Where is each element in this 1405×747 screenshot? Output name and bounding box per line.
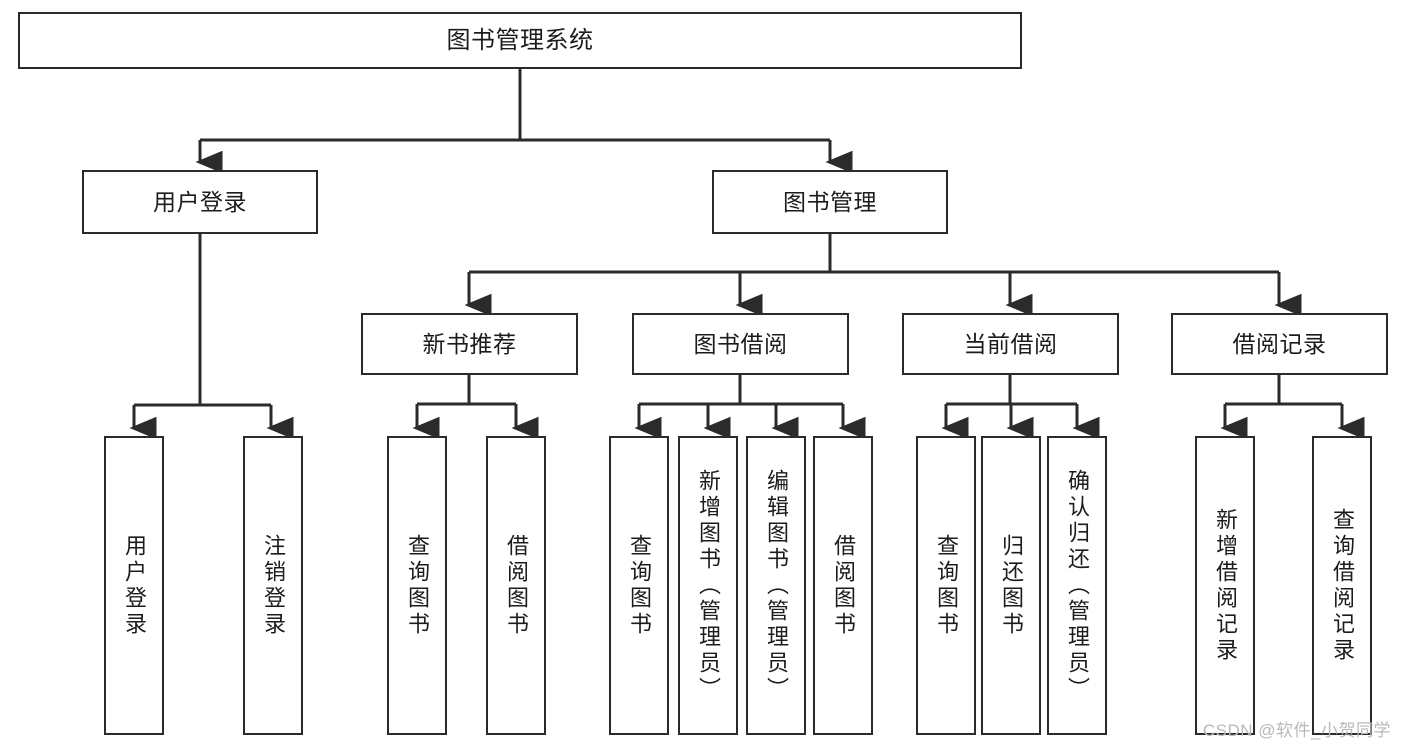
node-leaf-user-login-label: 用户登录 [122, 533, 147, 638]
node-leaf-add-book-admin[interactable]: 新增图书（管理员） [678, 436, 738, 735]
node-borrow-records[interactable]: 借阅记录 [1171, 313, 1388, 375]
node-leaf-user-login[interactable]: 用户登录 [104, 436, 164, 735]
watermark: CSDN @软件_小贺同学 [1202, 721, 1391, 740]
node-leaf-query-book-1[interactable]: 查询图书 [387, 436, 447, 735]
node-leaf-add-book-admin-label: 新增图书（管理员） [696, 468, 721, 703]
node-leaf-query-record-label: 查询借阅记录 [1330, 507, 1355, 664]
node-leaf-logout-label: 注销登录 [261, 533, 286, 638]
node-leaf-return-book-label: 归还图书 [999, 533, 1024, 638]
node-new-book-recommend-label: 新书推荐 [422, 330, 517, 357]
node-user-login[interactable]: 用户登录 [82, 170, 318, 234]
node-leaf-query-record[interactable]: 查询借阅记录 [1312, 436, 1372, 735]
node-leaf-query-book-3[interactable]: 查询图书 [916, 436, 976, 735]
node-leaf-confirm-return-label: 确认归还（管理员） [1065, 468, 1090, 703]
node-book-borrow-label: 图书借阅 [693, 330, 788, 357]
node-leaf-borrow-book-2-label: 借阅图书 [831, 533, 856, 638]
node-leaf-query-book-2[interactable]: 查询图书 [609, 436, 669, 735]
node-leaf-query-book-3-label: 查询图书 [934, 533, 959, 638]
node-book-borrow[interactable]: 图书借阅 [632, 313, 849, 375]
node-current-borrow[interactable]: 当前借阅 [902, 313, 1119, 375]
node-leaf-query-book-2-label: 查询图书 [627, 533, 652, 638]
node-root[interactable]: 图书管理系统 [18, 12, 1022, 69]
node-leaf-borrow-book-2[interactable]: 借阅图书 [813, 436, 873, 735]
node-book-management[interactable]: 图书管理 [712, 170, 948, 234]
node-leaf-confirm-return[interactable]: 确认归还（管理员） [1047, 436, 1107, 735]
node-leaf-add-record[interactable]: 新增借阅记录 [1195, 436, 1255, 735]
node-leaf-add-record-label: 新增借阅记录 [1213, 507, 1238, 664]
node-leaf-return-book[interactable]: 归还图书 [981, 436, 1041, 735]
node-leaf-edit-book-admin-label: 编辑图书（管理员） [764, 468, 789, 703]
node-leaf-edit-book-admin[interactable]: 编辑图书（管理员） [746, 436, 806, 735]
node-root-label: 图书管理系统 [446, 26, 594, 54]
node-user-login-label: 用户登录 [153, 188, 247, 215]
node-leaf-query-book-1-label: 查询图书 [405, 533, 430, 638]
node-current-borrow-label: 当前借阅 [963, 330, 1058, 357]
node-new-book-recommend[interactable]: 新书推荐 [361, 313, 578, 375]
node-borrow-records-label: 借阅记录 [1232, 330, 1327, 357]
node-leaf-borrow-book-1-label: 借阅图书 [504, 533, 529, 638]
node-leaf-logout[interactable]: 注销登录 [243, 436, 303, 735]
node-book-management-label: 图书管理 [783, 188, 877, 215]
node-leaf-borrow-book-1[interactable]: 借阅图书 [486, 436, 546, 735]
